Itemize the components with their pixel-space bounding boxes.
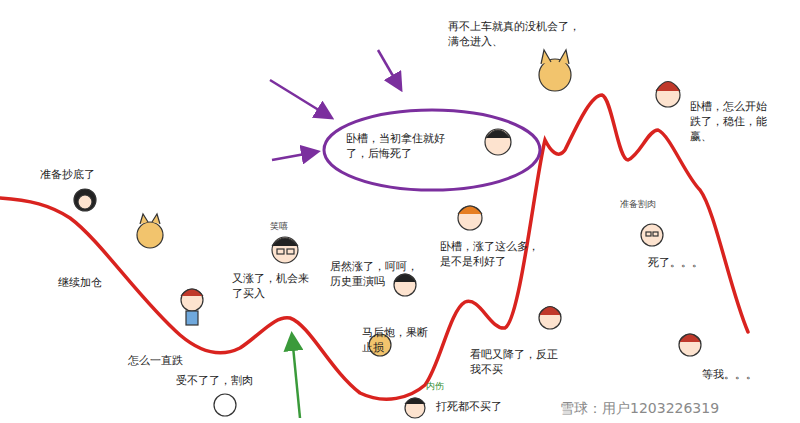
speech-text: 等我。。。 <box>702 368 782 383</box>
speech-text: 马后炮，果断止损 <box>362 326 432 356</box>
highlight-ellipse <box>324 110 540 190</box>
pointer-arrow <box>292 336 300 418</box>
speech-text: 准备割肉 <box>620 198 680 210</box>
pointer-arrow <box>272 152 316 160</box>
speech-text: 居然涨了，呵呵，历史重演吗 <box>330 260 422 290</box>
speech-text: 卧槽，当初拿住就好了，后悔死了 <box>346 132 464 162</box>
speech-text: 打死都不买了 <box>436 400 536 415</box>
speech-text: 卧槽，涨了这么多，是不是利好了 <box>440 240 544 270</box>
cartoon-faces <box>74 50 701 418</box>
speech-text: 怎么一直跌 <box>128 354 208 369</box>
speech-text: 准备抄底了 <box>40 168 120 183</box>
speech-text: 笑嘻 <box>270 220 310 232</box>
speech-text: 继续加仓 <box>58 276 114 291</box>
speech-text: 再不上车就真的没机会了，满仓进入、 <box>448 20 584 50</box>
pointer-arrow <box>378 50 400 88</box>
speech-text: 看吧又降了，反正我不买 <box>470 348 566 378</box>
speech-text: 受不了了，割肉 <box>176 374 276 389</box>
speech-text: 卧槽，怎么开始跌了，稳住，能赢、 <box>690 100 770 145</box>
pointer-arrow <box>270 80 330 117</box>
watermark: 雪球：用户1203226319 <box>560 399 794 418</box>
speech-text: 内伤 <box>426 380 466 392</box>
price-line <box>0 95 748 399</box>
speech-text: 死了。。。 <box>648 256 718 271</box>
speech-text: 又涨了，机会来了买入 <box>232 272 318 302</box>
